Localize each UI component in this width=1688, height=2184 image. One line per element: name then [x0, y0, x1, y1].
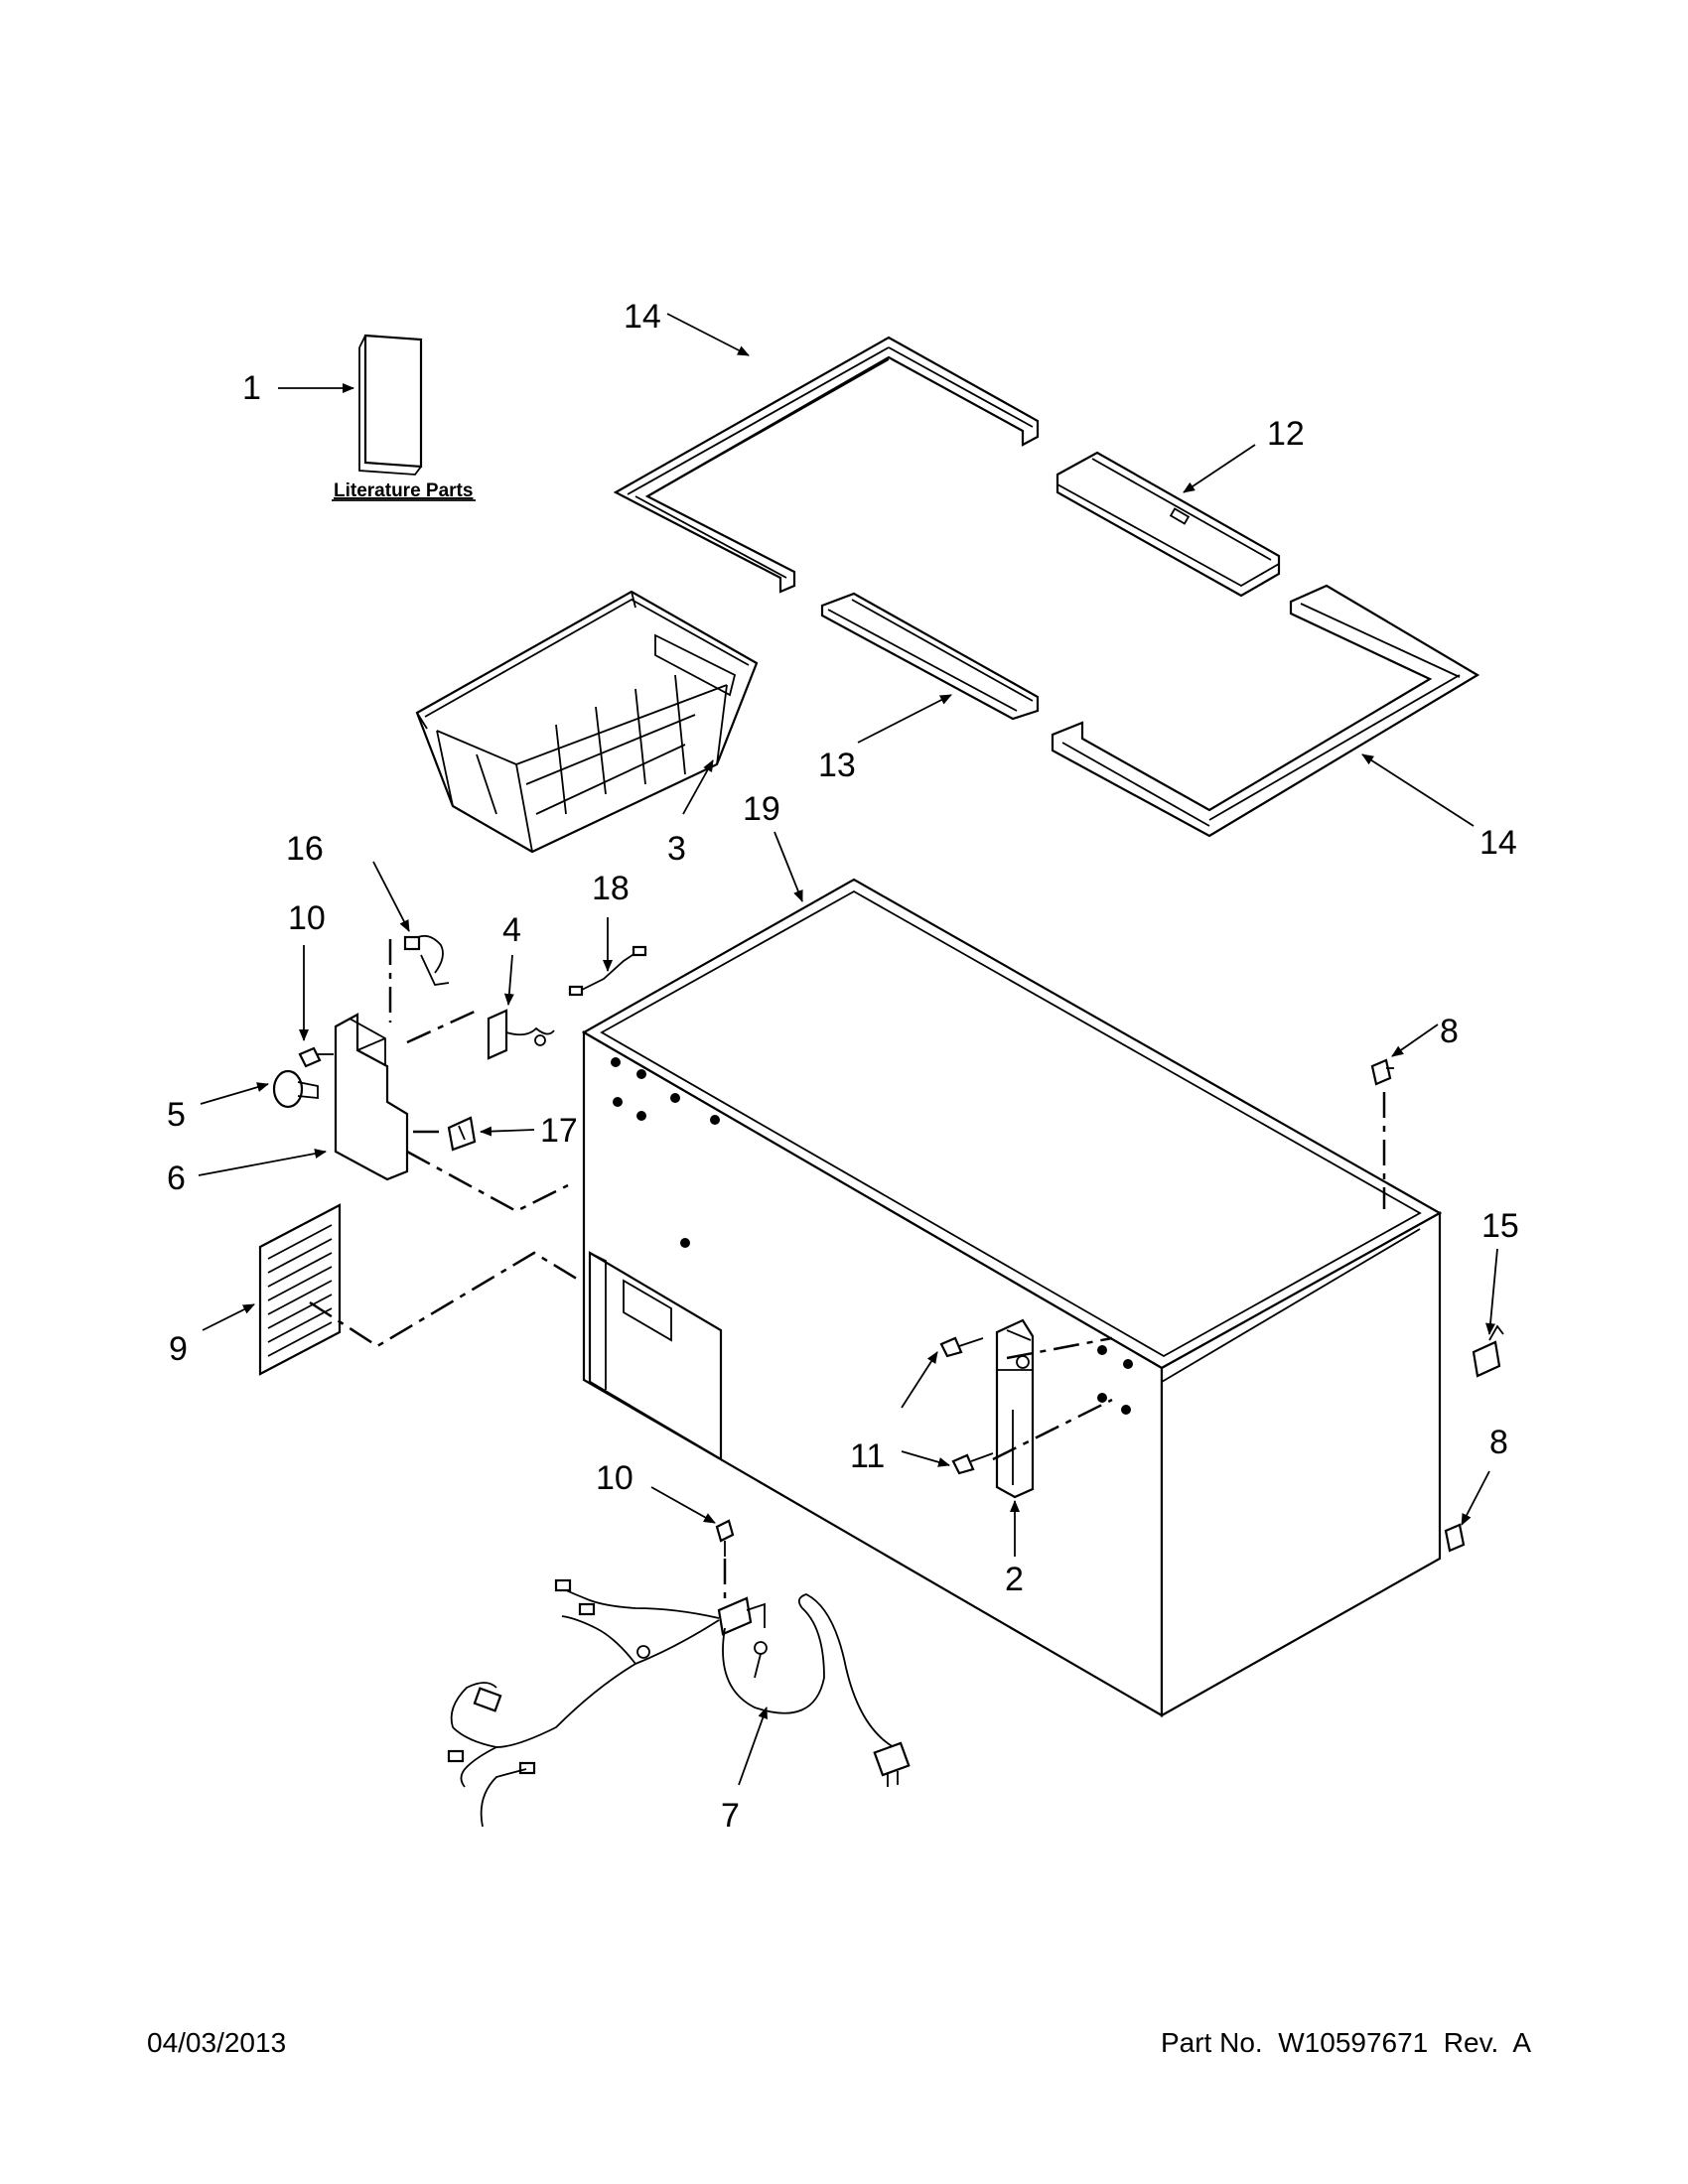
callout-11: 11: [850, 1437, 885, 1475]
lid-hinge: [995, 1318, 1035, 1499]
callout-9: 9: [169, 1330, 188, 1368]
leveling-leg-bottom: [1444, 1523, 1466, 1553]
mounting-screw-upper: [298, 1046, 334, 1068]
lid-hinge-strip: [1055, 451, 1281, 598]
callout-10-lower: 10: [596, 1459, 633, 1497]
caster-leg: [1472, 1324, 1504, 1378]
callout-13: 13: [818, 747, 856, 784]
hinge-screws: [939, 1336, 994, 1475]
control-housing: [334, 1013, 409, 1181]
vent-grille: [258, 1203, 342, 1376]
light-socket-wire: [403, 935, 450, 986]
callout-3: 3: [667, 830, 686, 868]
leader-arrows: [198, 313, 1498, 1786]
callout-numbers: 1 14 12 13 14 3 19 16 18 10 4 5 17 6 8 1…: [167, 298, 1519, 1835]
callout-12: 12: [1267, 415, 1305, 453]
callout-18: 18: [592, 870, 630, 907]
callout-5: 5: [167, 1096, 186, 1134]
light-switch: [447, 1116, 477, 1152]
callout-19: 19: [743, 790, 780, 828]
lid-frame-bottom: [1051, 584, 1480, 838]
assembly-guide-lines: [309, 939, 1386, 1598]
callout-14-top: 14: [624, 298, 661, 336]
callout-16: 16: [286, 830, 324, 868]
callout-6: 6: [167, 1160, 186, 1197]
storage-basket: [415, 590, 759, 854]
callout-17: 17: [540, 1112, 578, 1150]
callout-10-upper: 10: [288, 899, 326, 937]
control-knob: [272, 1069, 319, 1109]
control-thermostat: [487, 1009, 555, 1060]
callout-7: 7: [721, 1797, 740, 1835]
footer-date: 04/03/2013: [147, 2027, 287, 2058]
callout-14-bottom: 14: [1479, 824, 1517, 862]
callout-4: 4: [502, 911, 521, 949]
callout-8-top: 8: [1440, 1013, 1459, 1050]
leveling-leg-top: [1370, 1058, 1394, 1086]
callout-8-bottom: 8: [1489, 1424, 1508, 1461]
main-wire-harness: [447, 1578, 911, 1828]
callout-2: 2: [1005, 1561, 1024, 1598]
mounting-screw-lower: [715, 1519, 735, 1557]
freezer-cabinet: [581, 878, 1443, 1717]
lid-frame-top: [613, 336, 1040, 594]
lid-front-strip: [820, 592, 1040, 721]
literature-parts-label: Literature Parts: [334, 480, 473, 501]
footer-part-number: Part No. W10597671 Rev. A: [1160, 2027, 1531, 2058]
callout-1: 1: [242, 369, 261, 407]
jumper-wire: [568, 945, 647, 997]
literature-booklet: [358, 334, 423, 476]
callout-15: 15: [1481, 1207, 1519, 1245]
